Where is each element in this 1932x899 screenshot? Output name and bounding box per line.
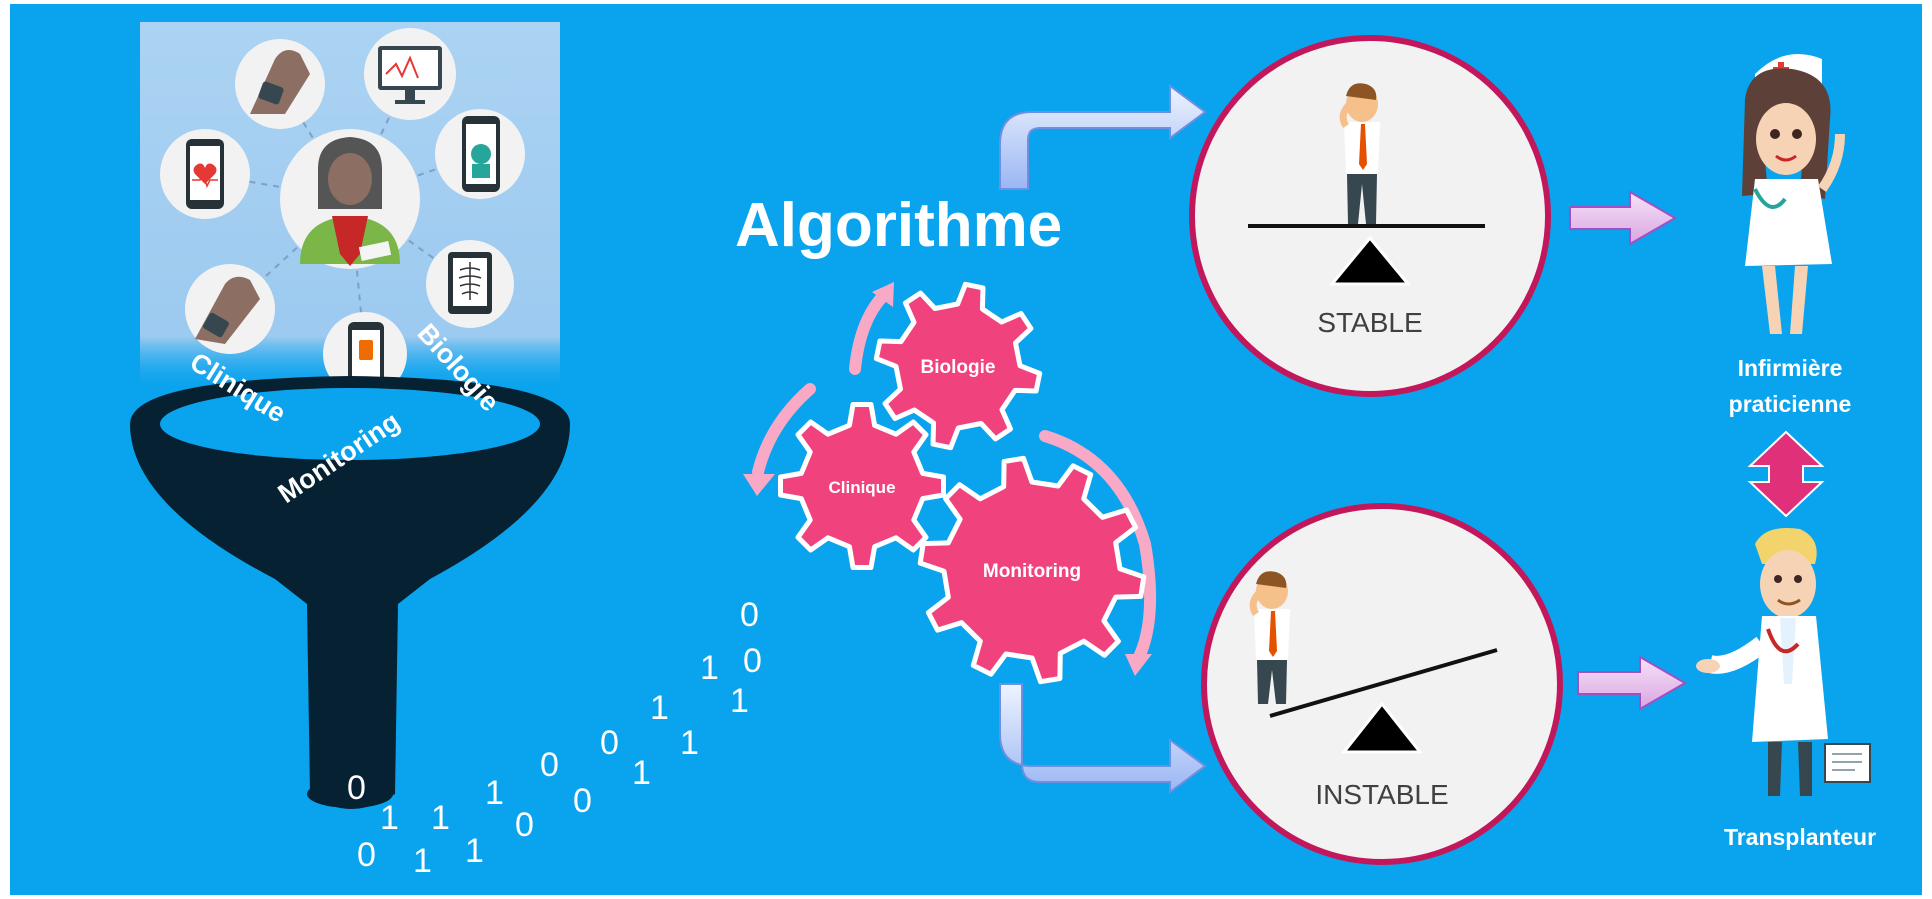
patient-icon (280, 129, 420, 269)
gear-label-biologie: Biologie (921, 357, 996, 378)
binary-digit: 1 (680, 724, 699, 762)
nurse-icon (1742, 54, 1845, 334)
binary-digit: 0 (347, 769, 366, 807)
surgeon-label: Transplanteur (1724, 824, 1876, 850)
funnel-mouth (160, 388, 540, 460)
diagram-canvas: Clinique Monitoring Biologie 0 1 0 1 1 1… (10, 4, 1922, 895)
heart-phone-icon (160, 129, 250, 219)
nurse-label-line2: praticienne (1729, 391, 1852, 417)
instable-state-circle: INSTABLE (1201, 503, 1563, 865)
instable-label: INSTABLE (1315, 779, 1448, 810)
binary-digit: 0 (573, 782, 592, 820)
smartwatch-icon (235, 39, 325, 129)
binary-digit: 0 (357, 836, 376, 874)
xray-tablet-icon (426, 240, 514, 328)
binary-digit: 1 (730, 682, 749, 720)
man-tilting-icon (1249, 571, 1290, 704)
binary-digit: 0 (515, 806, 534, 844)
binary-digit: 0 (743, 642, 762, 680)
binary-digit: 0 (600, 724, 619, 762)
hand-watch-icon (185, 264, 275, 354)
gear-label-monitoring: Monitoring (983, 561, 1081, 582)
gear-label-clinique: Clinique (828, 478, 895, 497)
gear-arrows (752, 288, 1157, 665)
binary-digit: 1 (431, 799, 450, 837)
binary-digit: 1 (413, 842, 432, 880)
gear-arrowheads (743, 282, 1152, 676)
gear-monitoring: Monitoring (917, 455, 1147, 685)
role-swap-arrow (1747, 430, 1825, 518)
diagram-svg: Clinique Monitoring Biologie 0 1 0 1 1 1… (130, 22, 1876, 880)
surgeon-icon (1696, 528, 1871, 796)
medication-phone-icon (323, 312, 407, 396)
binary-digit: 1 (632, 754, 651, 792)
algorithm-title: Algorithme (735, 191, 1062, 260)
stable-state-circle: STABLE (1189, 35, 1551, 397)
man-standing-icon (1339, 83, 1380, 224)
binary-digit: 1 (650, 689, 669, 727)
binary-digit: 0 (740, 596, 759, 634)
stable-label: STABLE (1317, 307, 1422, 338)
computer-diagnostic-icon (364, 28, 456, 120)
arrow-instable-to-surgeon (1577, 655, 1687, 711)
binary-digit: 1 (700, 649, 719, 687)
data-sources-panel (140, 22, 560, 396)
nurse-label-line1: Infirmière (1738, 355, 1843, 381)
gear-clinique: Clinique (778, 402, 946, 570)
arrow-to-instable (999, 683, 1207, 794)
doctor-call-phone-icon (435, 109, 525, 199)
binary-stream: 0 1 0 1 1 1 1 0 0 0 1 1 0 1 1 0 1 0 (347, 596, 762, 880)
binary-digit: 1 (465, 832, 484, 870)
arrow-to-stable (999, 84, 1207, 190)
binary-digit: 1 (485, 774, 504, 812)
gear-biologie: Biologie (873, 281, 1043, 451)
arrow-stable-to-nurse (1569, 190, 1677, 246)
binary-digit: 1 (380, 799, 399, 837)
binary-digit: 0 (540, 746, 559, 784)
data-funnel (130, 376, 570, 809)
